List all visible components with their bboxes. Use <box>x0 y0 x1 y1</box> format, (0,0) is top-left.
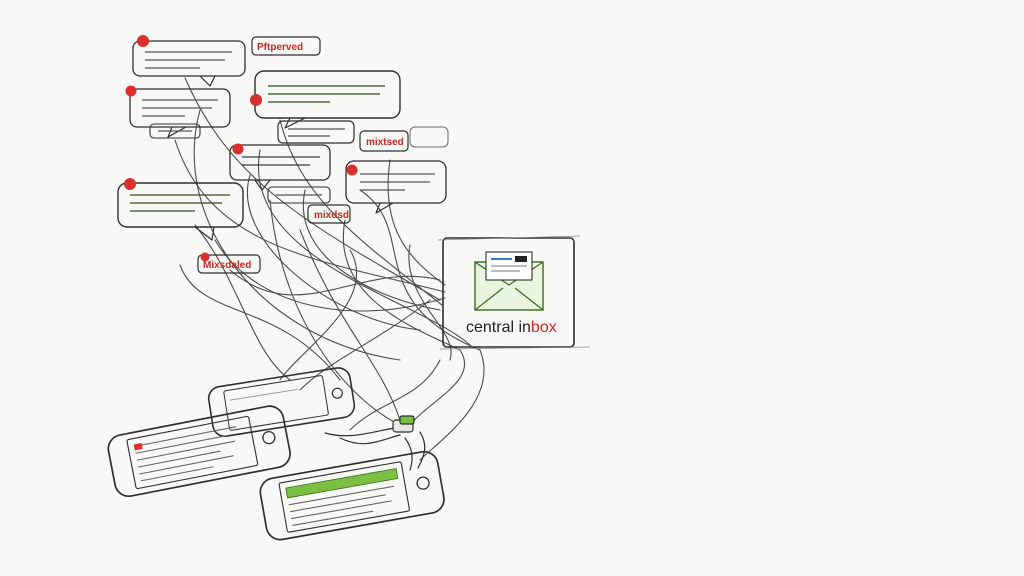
chat-bubble <box>345 160 447 214</box>
chat-bubble <box>250 70 401 129</box>
notification-dot-icon <box>125 85 137 97</box>
smartphone <box>207 367 356 438</box>
chat-bubble <box>277 120 355 144</box>
chat-bubble <box>267 186 331 204</box>
bubble-label: mixdsd <box>314 210 349 221</box>
chat-bubble <box>132 35 246 87</box>
notification-dot-icon <box>346 164 358 176</box>
notification-dot-icon <box>137 35 149 47</box>
central-inbox: central inbox <box>437 235 591 350</box>
notification-dot-icon <box>200 252 210 262</box>
chat-bubble <box>229 143 331 191</box>
chat-bubble: Pftperved <box>251 36 321 56</box>
chat-bubble: mixdsd <box>307 204 351 224</box>
envelope-icon <box>474 251 544 311</box>
phones <box>107 367 445 541</box>
chat-bubble <box>409 126 449 148</box>
speech-bubbles: Pftperved <box>117 35 449 274</box>
chat-bubble <box>149 123 201 139</box>
chat-bubble: mixtsed <box>359 130 409 152</box>
notification-dot-icon <box>250 94 262 106</box>
bubble-label: Pftperved <box>257 42 303 53</box>
charging-cables <box>324 415 426 471</box>
smartphone <box>259 450 445 541</box>
chat-bubble <box>125 85 231 138</box>
smartphone <box>107 405 291 498</box>
notification-dot-icon <box>124 178 136 190</box>
chat-bubble: Mixsdaled <box>197 252 261 274</box>
chat-bubble <box>117 178 244 241</box>
bubble-label: mixtsed <box>366 137 404 148</box>
notification-dot-icon <box>232 143 244 155</box>
bubble-label: Mixsdaled <box>203 260 251 271</box>
inbox-caption: central inbox <box>466 319 557 336</box>
